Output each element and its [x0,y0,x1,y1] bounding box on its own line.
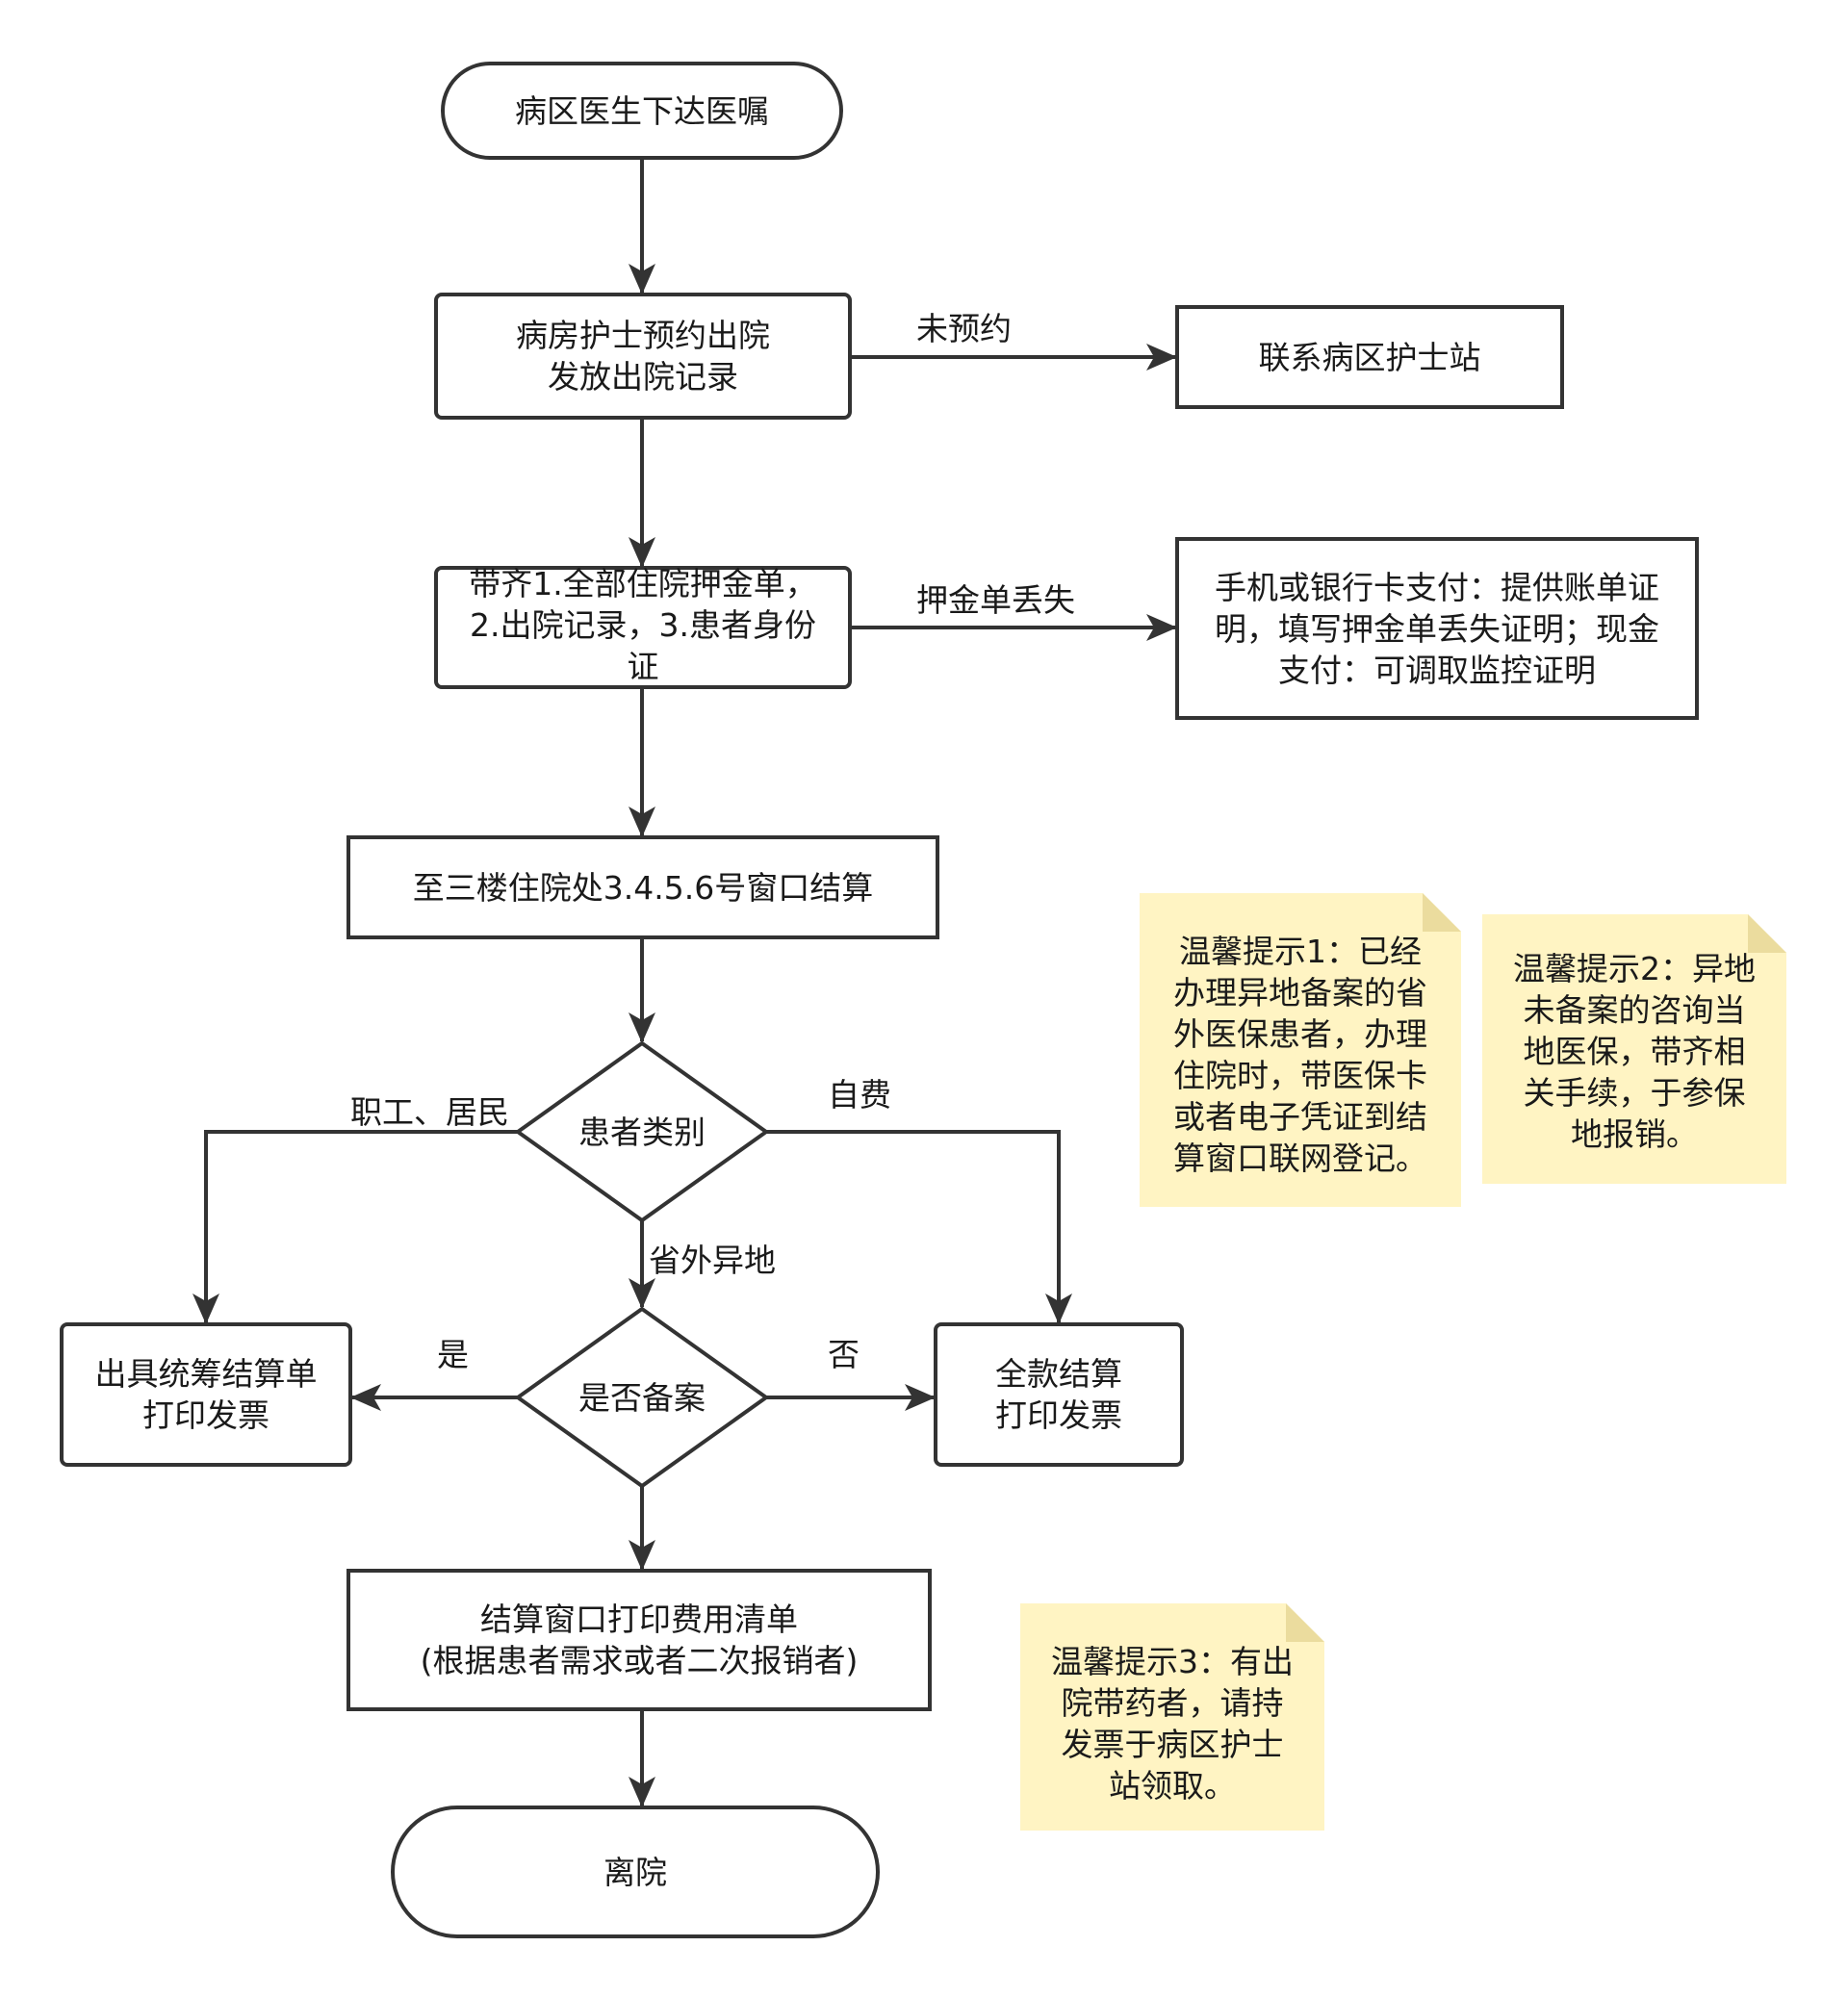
bring-documents-box: 带齐1.全部住院押金单， 2.出院记录，3.患者身份 证 [436,565,850,687]
deposit-lost-box: 手机或银行卡支付：提供账单证 明，填写押金单丢失证明；现金 支付：可调取监控证明 [1177,539,1697,718]
contact-station-box-shape [1175,305,1564,409]
fee-list-line-1: 结算窗口打印费用清单 [480,1601,798,1638]
tip-note-1-line: 外医保患者，办理 [1173,1015,1427,1053]
edge-label-out-of-province: 省外异地 [649,1242,776,1279]
tip-note-2-line: 未备案的咨询当 [1523,990,1746,1029]
pooled-line-2: 打印发票 [142,1396,270,1434]
contact-station-text: 联系病区护士站 [1258,338,1481,376]
deposit-lost-box-shape [1175,537,1699,720]
nurse-book-line-2: 发放出院记录 [548,358,738,396]
discharge-text: 离院 [603,1853,667,1891]
start-terminal: 病区医生下达医嘱 [443,64,841,158]
full-line-2: 打印发票 [995,1396,1122,1434]
bring-docs-line-3: 证 [627,647,659,685]
note1-shape [1140,893,1461,1207]
note3-shape [1020,1603,1324,1831]
tip-note-1-line: 算窗口联网登记。 [1173,1140,1427,1177]
bring-docs-line-1: 带齐1.全部住院押金单， [469,564,817,602]
tip-note-3: 温馨提示3：有出 院带药者，请持 发票于病区护士 站领取。 [1020,1603,1324,1831]
tip-note-1: 温馨提示1：已经 办理异地备案的省 外医保患者，办理 住院时，带医保卡 或者电子… [1140,893,1461,1207]
contact-station-box: 联系病区护士站 [1177,307,1562,407]
note2-shape [1482,914,1786,1184]
tip-note-2-line: 温馨提示2：异地 [1513,949,1756,987]
tip-note-3-line: 发票于病区护士 [1061,1726,1284,1763]
tip-note-2-line: 关手续，于参保 [1523,1073,1746,1112]
bring-docs-line-2: 2.出院记录，3.患者身份 [470,605,816,644]
discharge-terminal-shape [391,1806,880,1938]
edge-label-no: 否 [828,1336,860,1373]
edge-label-deposit-lost: 押金单丢失 [916,581,1075,619]
patient-type-text: 患者类别 [578,1113,706,1151]
settle-window-text: 至三楼住院处3.4.5.6号窗口结算 [412,868,874,907]
settle-window-box: 至三楼住院处3.4.5.6号窗口结算 [348,837,937,937]
note2-fold [1748,914,1786,953]
tip-note-3-line: 温馨提示3：有出 [1051,1643,1294,1680]
edge-label-yes: 是 [437,1336,469,1373]
fee-list-box-shape [346,1569,932,1711]
discharge-terminal: 离院 [393,1807,878,1936]
edge-type-to-pooled [192,1130,518,1324]
is-filed-text: 是否备案 [578,1378,706,1417]
full-line-1: 全款结算 [995,1355,1122,1393]
nurse-book-line-1: 病房护士预约出院 [516,317,770,354]
edge-label-self-pay: 自费 [828,1076,891,1114]
patient-type-diamond: 患者类别 [518,1043,766,1220]
tip-note-1-line: 温馨提示1：已经 [1179,933,1422,970]
note3-fold [1286,1603,1324,1642]
start-terminal-text: 病区医生下达医嘱 [515,91,769,130]
pooled-line-1: 出具统筹结算单 [94,1355,318,1393]
deposit-lost-line-1: 手机或银行卡支付：提供账单证 [1215,568,1659,606]
is-filed-diamond: 是否备案 [518,1309,766,1486]
tip-note-1-line: 或者电子凭证到结 [1173,1098,1427,1136]
edge-label-not-booked: 未预约 [916,310,1012,347]
pooled-settlement-box: 出具统筹结算单 打印发票 [62,1324,350,1465]
edge-label-worker-resident: 职工、居民 [350,1093,509,1131]
tip-note-2-line: 地报销。 [1571,1114,1698,1153]
nurse-book-discharge-box: 病房护士预约出院 发放出院记录 [436,295,850,418]
tip-note-2-line: 地医保，带齐相 [1523,1032,1746,1070]
tip-note-1-line: 住院时，带医保卡 [1173,1057,1427,1094]
tip-note-1-line: 办理异地备案的省 [1173,974,1427,1012]
fee-list-box: 结算窗口打印费用清单 (根据患者需求或者二次报销者) [348,1571,930,1709]
tip-note-3-line: 院带药者，请持 [1061,1684,1284,1722]
fee-list-line-2: (根据患者需求或者二次报销者) [420,1642,859,1679]
tip-note-2: 温馨提示2：异地 未备案的咨询当 地医保，带齐相 关手续，于参保 地报销。 [1482,914,1786,1184]
deposit-lost-line-2: 明，填写押金单丢失证明；现金 [1215,609,1659,648]
note1-fold [1423,893,1461,932]
edge-type-to-full [766,1130,1072,1324]
deposit-lost-line-3: 支付：可调取监控证明 [1278,651,1596,689]
full-settlement-box-shape [934,1322,1184,1467]
full-settlement-box: 全款结算 打印发票 [936,1324,1182,1465]
start-terminal-shape [441,62,843,160]
tip-note-3-line: 站领取。 [1109,1767,1236,1805]
